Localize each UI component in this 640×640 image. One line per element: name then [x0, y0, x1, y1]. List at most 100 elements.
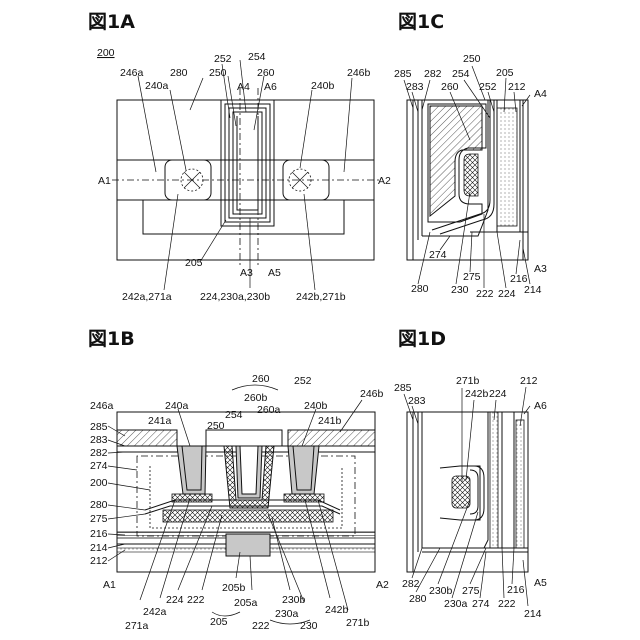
- fig1a-label-246a: 246a: [120, 67, 144, 79]
- fig1a-label-A6: A6: [264, 81, 277, 93]
- fig1a-label-242a-271a: 242a,271a: [122, 291, 172, 303]
- fig1c-semiconductor-230: [464, 154, 478, 196]
- fig1b-label-283: 283: [90, 434, 108, 446]
- fig1b-label-230b: 230b: [282, 594, 306, 606]
- fig1b-label-224: 224: [166, 594, 184, 606]
- fig1b-label-216: 216: [90, 528, 108, 540]
- fig1b-label-A2: A2: [376, 579, 389, 591]
- fig1a-label-A4: A4: [237, 81, 250, 93]
- fig1a-label-250: 250: [209, 67, 227, 79]
- fig1b-label-241a: 241a: [148, 415, 172, 427]
- fig1b-label-260a: 260a: [257, 404, 281, 416]
- fig1d-label-A6: A6: [534, 400, 547, 412]
- figure-1c: 図1C 250 285 282 254 205 283 260 252 212 …: [394, 11, 547, 300]
- fig1b-conductor-205: [226, 534, 270, 556]
- fig1c-label-224: 224: [498, 288, 516, 300]
- fig1d-label-275: 275: [462, 585, 480, 597]
- fig1a-label-A1: A1: [98, 175, 111, 187]
- figure-1b: 図1B A1 A2: [88, 328, 389, 632]
- fig1b-label-285: 285: [90, 421, 108, 433]
- fig1b-label-230: 230: [300, 620, 318, 632]
- fig1b-label-280: 280: [90, 499, 108, 511]
- fig1a-title: 図1A: [88, 11, 135, 33]
- fig1d-title: 図1D: [398, 328, 446, 350]
- fig1c-label-280: 280: [411, 283, 429, 295]
- fig1d-layer-224: [490, 412, 498, 548]
- fig1b-layer-285-left: [117, 430, 177, 446]
- fig1c-layer-205: [497, 108, 517, 226]
- fig1b-label-271b: 271b: [346, 617, 370, 629]
- fig1a-label-240a: 240a: [145, 80, 169, 92]
- fig1b-label-275: 275: [90, 513, 108, 525]
- fig1b-label-246a: 246a: [90, 400, 114, 412]
- fig1a-ref-200: 200: [97, 47, 115, 59]
- fig1d-semiconductor-230b: [470, 470, 478, 514]
- fig1d-label-216: 216: [507, 584, 525, 596]
- fig1b-brace-260: [232, 385, 278, 390]
- fig1b-label-A1: A1: [103, 579, 116, 591]
- fig1c-label-283: 283: [406, 81, 424, 93]
- fig1d-label-285: 285: [394, 382, 412, 394]
- fig1d-label-230a: 230a: [444, 598, 468, 610]
- fig1d-layer-212: [516, 420, 524, 548]
- fig1b-label-250: 250: [207, 420, 225, 432]
- fig1c-label-A4: A4: [534, 88, 547, 100]
- fig1a-label-A3: A3: [240, 267, 253, 279]
- fig1d-label-222: 222: [498, 598, 516, 610]
- fig1a-gate-252: [225, 104, 270, 222]
- fig1c-label-250: 250: [463, 53, 481, 65]
- fig1b-gate-260b: [240, 446, 258, 494]
- fig1b-label-246b: 246b: [360, 388, 384, 400]
- fig1a-label-280: 280: [170, 67, 188, 79]
- fig1d-label-242b: 242b: [465, 388, 489, 400]
- fig1a-label-A2: A2: [378, 175, 391, 187]
- fig1b-label-242a: 242a: [143, 606, 167, 618]
- fig1c-label-214: 214: [524, 284, 542, 296]
- fig1c-label-285: 285: [394, 68, 412, 80]
- fig1b-label-282: 282: [90, 447, 108, 459]
- fig1a-label-240b: 240b: [311, 80, 335, 92]
- fig1b-layer-285-mid: [206, 430, 282, 446]
- fig1a-label-254: 254: [248, 51, 266, 63]
- fig1d-label-212: 212: [520, 375, 538, 387]
- figure-1a: 図1A 200: [88, 11, 391, 303]
- fig1d-label-274: 274: [472, 598, 490, 610]
- fig1c-label-275: 275: [463, 271, 481, 283]
- fig1c-label-212: 212: [508, 81, 526, 93]
- fig1c-label-205: 205: [496, 67, 514, 79]
- fig1a-outer-boundary: [117, 100, 374, 260]
- fig1d-label-230b: 230b: [429, 585, 453, 597]
- fig1b-label-222-lower: 222: [252, 620, 270, 632]
- fig1b-label-260: 260: [252, 373, 270, 385]
- fig1b-label-271a: 271a: [125, 620, 149, 632]
- fig1a-leaders: [138, 60, 352, 290]
- fig1c-label-222: 222: [476, 288, 494, 300]
- fig1c-label-274: 274: [429, 249, 447, 261]
- fig1d-label-282: 282: [402, 578, 420, 590]
- fig1d-label-224: 224: [489, 388, 507, 400]
- fig1b-semiconductor-230: [163, 510, 333, 522]
- fig1b-label-212: 212: [90, 555, 108, 567]
- fig1d-label-A5: A5: [534, 577, 547, 589]
- fig1a-label-242b-271b: 242b,271b: [296, 291, 346, 303]
- fig1b-label-200: 200: [90, 477, 108, 489]
- fig1b-label-230a: 230a: [275, 608, 299, 620]
- fig1a-label-224-230a-230b: 224,230a,230b: [200, 291, 270, 303]
- fig1b-label-241b: 241b: [318, 415, 342, 427]
- fig1b-label-205a: 205a: [234, 597, 258, 609]
- fig1a-label-260: 260: [257, 67, 275, 79]
- fig1b-label-242b: 242b: [325, 604, 349, 616]
- fig1b-label-240a: 240a: [165, 400, 189, 412]
- fig1b-label-260b: 260b: [244, 392, 268, 404]
- fig1d-conductor-242b: [452, 476, 470, 508]
- fig1b-title: 図1B: [88, 328, 135, 350]
- fig1d-label-271b: 271b: [456, 375, 480, 387]
- fig1b-plug-240b: [288, 446, 319, 494]
- fig1b-label-274: 274: [90, 460, 108, 472]
- fig1c-label-230: 230: [451, 284, 469, 296]
- fig1a-label-246b: 246b: [347, 67, 371, 79]
- fig1d-label-214: 214: [524, 608, 542, 620]
- fig1a-gate-250: [229, 108, 266, 218]
- fig1b-label-214: 214: [90, 542, 108, 554]
